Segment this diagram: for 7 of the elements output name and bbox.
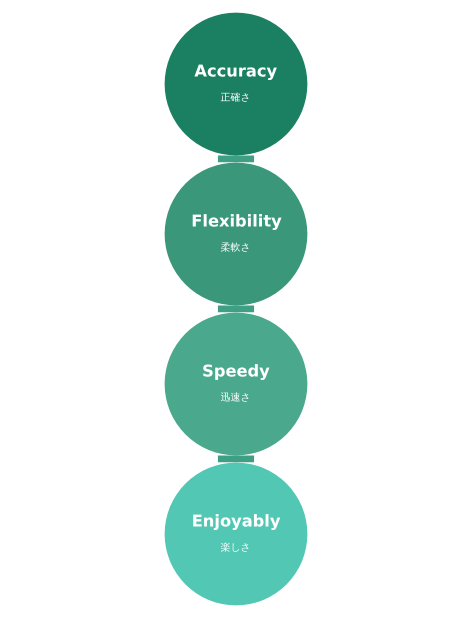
node-circle: Accuracy 正確さ — [164, 12, 308, 156]
node-circle: Enjoyably 楽しさ — [164, 462, 308, 606]
node-circle: Speedy 迅速さ — [164, 312, 308, 456]
connector — [218, 456, 254, 462]
node-circle: Flexibility 柔軟さ — [164, 162, 308, 306]
connector — [218, 156, 254, 162]
connector — [218, 306, 254, 312]
